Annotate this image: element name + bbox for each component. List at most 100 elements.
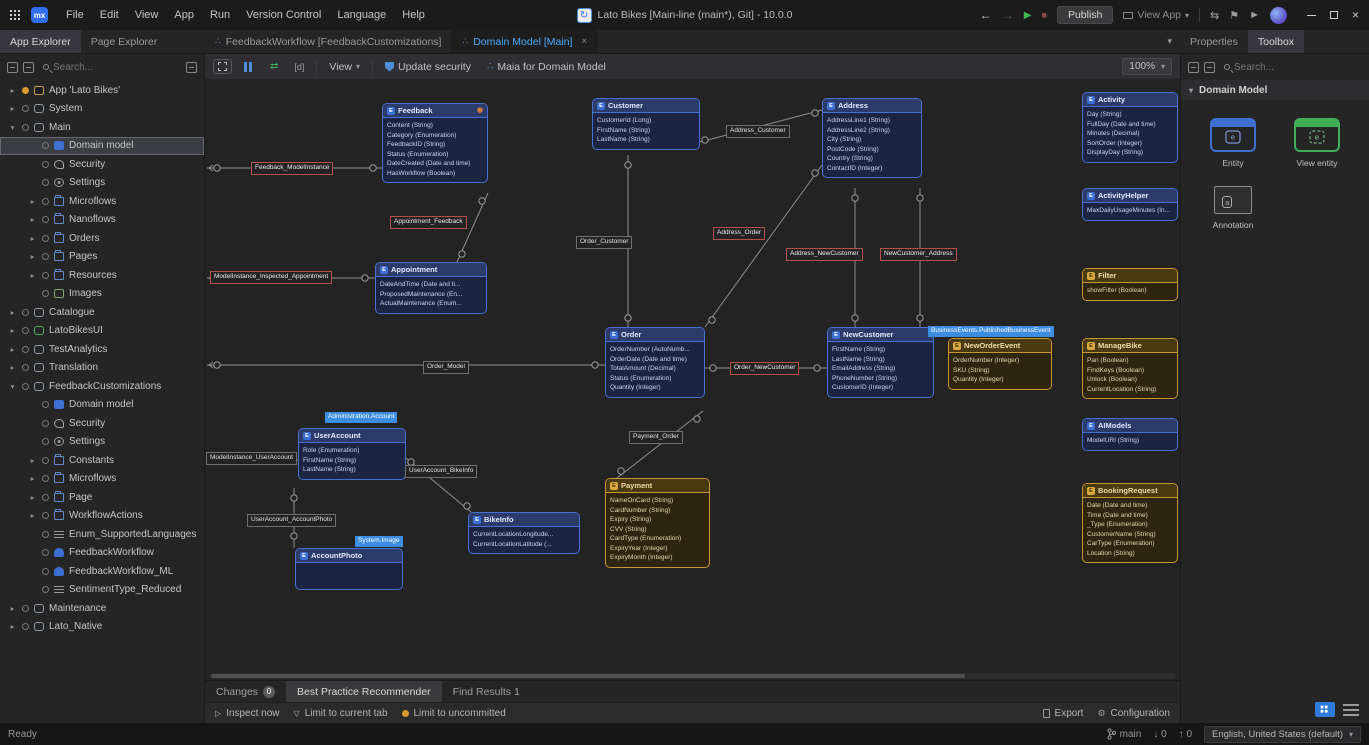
chevron-right-icon[interactable]: ▸ <box>8 363 17 372</box>
menu-view[interactable]: View <box>127 5 167 25</box>
association-label-payment-order[interactable]: Payment_Order <box>629 431 683 444</box>
chevron-right-icon[interactable]: ▸ <box>28 234 37 243</box>
tool-configuration[interactable]: ⚙Configuration <box>1097 708 1170 719</box>
tree-item-app-lato-bikes[interactable]: ▸App 'Lato Bikes' <box>0 81 204 100</box>
chevron-right-icon[interactable]: ▸ <box>8 622 17 631</box>
document-tab-feedbackworkflow-feedbackcustomizations[interactable]: ∴FeedbackWorkflow [FeedbackCustomization… <box>205 30 452 53</box>
tree-item-resources[interactable]: ▸Resources <box>0 266 204 285</box>
tree-item-main[interactable]: ▾Main <box>0 118 204 137</box>
tree-item-maintenance[interactable]: ▸Maintenance <box>0 599 204 618</box>
chevron-down-icon[interactable]: ▾ <box>8 123 17 132</box>
association-label-address-customer[interactable]: Address_Customer <box>726 125 790 138</box>
toolbox-search-input[interactable] <box>1234 62 1358 73</box>
menu-run[interactable]: Run <box>202 5 238 25</box>
mendix-logo[interactable]: mx <box>31 7 48 23</box>
chevron-right-icon[interactable]: ▸ <box>8 308 17 317</box>
association-label-address-order[interactable]: Address_Order <box>713 227 765 240</box>
menu-version-control[interactable]: Version Control <box>238 5 329 25</box>
tree-item-settings[interactable]: Settings <box>0 174 204 193</box>
chevron-right-icon[interactable]: ▸ <box>28 474 37 483</box>
tree-item-domain-model[interactable]: Domain model <box>0 396 204 415</box>
tab-list-chevron-icon[interactable]: ▾ <box>1167 36 1180 47</box>
entity-bikeinfo[interactable]: EBikeInfoCurrentLocationLongitude...Curr… <box>468 512 580 554</box>
user-avatar[interactable] <box>1270 7 1287 24</box>
explorer-search[interactable] <box>39 60 181 75</box>
minimize-button[interactable] <box>1307 15 1316 16</box>
chevron-down-icon[interactable]: ▾ <box>1185 11 1189 20</box>
menu-app[interactable]: App <box>166 5 202 25</box>
tree-item-pages[interactable]: ▸Pages <box>0 248 204 267</box>
language-selector[interactable]: English, United States (default) ▾ <box>1204 726 1361 743</box>
chevron-right-icon[interactable]: ▸ <box>8 345 17 354</box>
entity-appointment[interactable]: EAppointmentDateAndTime (Date and ti...P… <box>375 262 487 314</box>
chevron-right-icon[interactable]: ▸ <box>28 456 37 465</box>
chevron-right-icon[interactable]: ▸ <box>8 86 17 95</box>
entity-order[interactable]: EOrderOrderNumber (AutoNumb...OrderDate … <box>605 327 705 398</box>
stop-button[interactable]: ■ <box>1042 10 1047 20</box>
explorer-tab-page-explorer[interactable]: Page Explorer <box>81 30 168 53</box>
select-tool-button[interactable] <box>213 59 232 74</box>
chevron-right-icon[interactable]: ▸ <box>28 493 37 502</box>
chevron-right-icon[interactable]: ▸ <box>28 215 37 224</box>
association-label-address-newcustomer[interactable]: Address_NewCustomer <box>786 248 863 261</box>
toolbox-section-header[interactable]: ▾ Domain Model <box>1181 80 1369 100</box>
update-security-button[interactable]: Update security <box>381 59 475 75</box>
menu-help[interactable]: Help <box>394 5 433 25</box>
menu-language[interactable]: Language <box>329 5 394 25</box>
bottom-tab-changes[interactable]: Changes0 <box>205 681 286 702</box>
generalization-tag-businessevents-publishedbusinessevent[interactable]: BusinessEvents.PublishedBusinessEvent <box>928 326 1054 337</box>
association-label-order-newcustomer[interactable]: Order_NewCustomer <box>730 362 799 375</box>
branch-indicator[interactable]: main <box>1107 728 1142 740</box>
association-label-modelinstance-useraccount[interactable]: ModelInstance_UserAccount <box>206 452 297 465</box>
association-label-order-model[interactable]: Order_Model <box>423 361 469 374</box>
pointer-icon[interactable]: ► <box>1249 9 1260 21</box>
list-layout-button[interactable] <box>1343 702 1359 717</box>
app-launcher-icon[interactable] <box>10 10 21 21</box>
chevron-right-icon[interactable]: ▸ <box>28 511 37 520</box>
tree-item-page[interactable]: ▸Page <box>0 488 204 507</box>
entity-address[interactable]: EAddressAddressLine1 (String)AddressLine… <box>822 98 922 178</box>
action-inspect-now[interactable]: ▷Inspect now <box>215 708 280 719</box>
tree-item-constants[interactable]: ▸Constants <box>0 451 204 470</box>
entity-filter[interactable]: EFiltershowFilter (Boolean) <box>1082 268 1178 301</box>
tree-item-orders[interactable]: ▸Orders <box>0 229 204 248</box>
tree-item-feedbackcustomizations[interactable]: ▾FeedbackCustomizations <box>0 377 204 396</box>
toolbox-item-entity[interactable]: eEntity <box>1191 118 1275 168</box>
view-app-button[interactable]: View App ▾ <box>1123 9 1189 21</box>
tree-item-microflows[interactable]: ▸Microflows <box>0 470 204 489</box>
menu-file[interactable]: File <box>58 5 92 25</box>
entity-accountphoto[interactable]: EAccountPhoto <box>295 548 403 590</box>
toolbox-search[interactable] <box>1220 60 1362 75</box>
tree-item-latobikesui[interactable]: ▸LatoBikesUI <box>0 322 204 341</box>
entity-payment[interactable]: EPaymentNameOnCard (String)CardNumber (S… <box>605 478 710 568</box>
tree-item-feedbackworkflow-ml[interactable]: FeedbackWorkflow_ML <box>0 562 204 581</box>
outgoing-commits[interactable]: ↑ 0 <box>1179 729 1192 740</box>
back-button[interactable]: ← <box>980 8 992 22</box>
close-button[interactable]: × <box>1352 8 1359 22</box>
panel-tab-toolbox[interactable]: Toolbox <box>1248 30 1304 53</box>
tree-item-catalogue[interactable]: ▸Catalogue <box>0 303 204 322</box>
tree-item-workflowactions[interactable]: ▸WorkflowActions <box>0 507 204 526</box>
entity-bookingrequest[interactable]: EBookingRequestDate (Date and time)Time … <box>1082 483 1178 563</box>
association-label-feedback-modelinstance[interactable]: Feedback_ModelInstance <box>251 162 333 175</box>
tree-item-feedbackworkflow[interactable]: FeedbackWorkflow <box>0 544 204 563</box>
tree-item-microflows[interactable]: ▸Microflows <box>0 192 204 211</box>
tool-export[interactable]: Export <box>1043 708 1084 719</box>
annotation-toggle-button[interactable]: [d] <box>290 60 308 74</box>
chevron-right-icon[interactable]: ▸ <box>28 271 37 280</box>
chevron-right-icon[interactable]: ▸ <box>8 604 17 613</box>
maximize-button[interactable] <box>1330 11 1338 19</box>
feedback-flag-icon[interactable]: ⚑ <box>1229 9 1239 22</box>
incoming-commits[interactable]: ↓ 0 <box>1153 729 1166 740</box>
tree-item-enum-supportedlanguages[interactable]: Enum_SupportedLanguages <box>0 525 204 544</box>
chevron-right-icon[interactable]: ▸ <box>28 197 37 206</box>
action-limit-to-current-tab[interactable]: ▽Limit to current tab <box>294 708 388 719</box>
tree-item-images[interactable]: Images <box>0 285 204 304</box>
horizontal-scrollbar[interactable] <box>209 673 1176 679</box>
close-tab-icon[interactable]: × <box>581 36 587 47</box>
cross-module-button[interactable]: ⇄ <box>266 59 282 74</box>
tree-item-system[interactable]: ▸System <box>0 100 204 119</box>
entity-neworderevent[interactable]: ENewOrderEventOrderNumber (Integer)SKU (… <box>948 338 1052 390</box>
tree-item-security[interactable]: Security <box>0 155 204 174</box>
locate-in-explorer-icon[interactable] <box>186 62 197 73</box>
